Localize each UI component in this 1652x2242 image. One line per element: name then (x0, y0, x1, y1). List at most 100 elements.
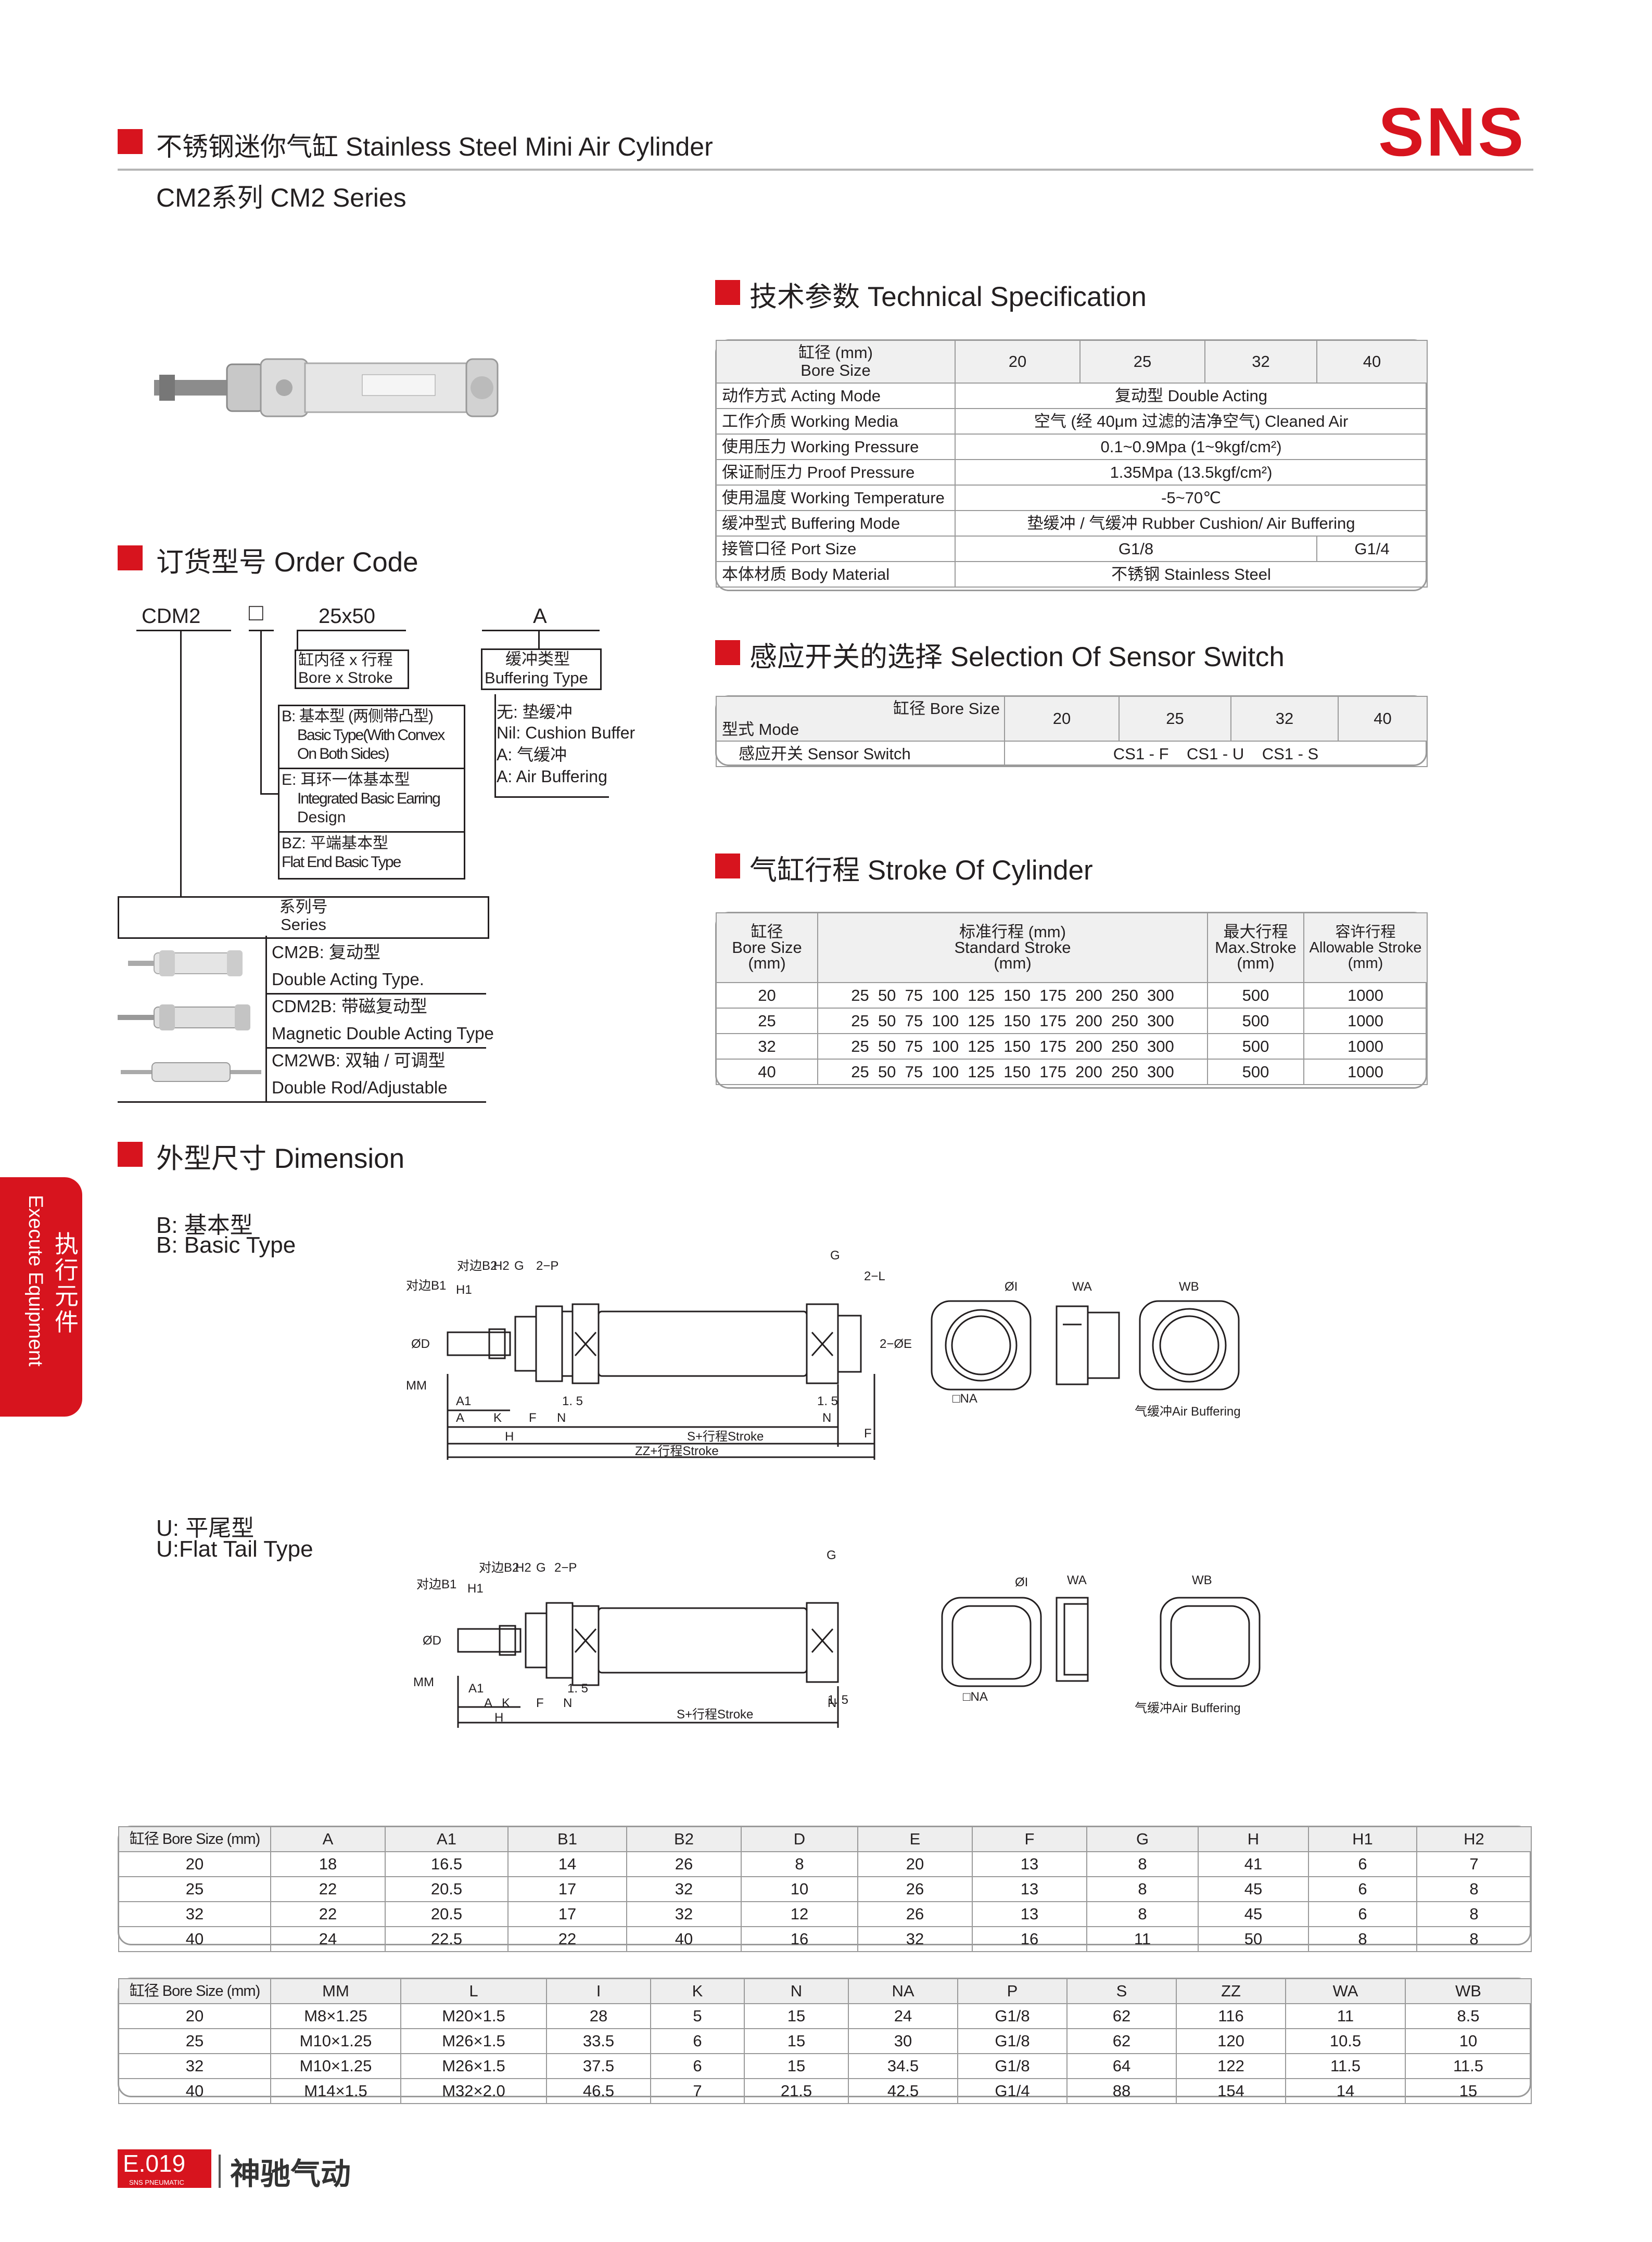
working-temp-value: -5~70℃ (955, 485, 1428, 511)
body-material-label: 本体材质 Body Material (716, 561, 956, 588)
dim1-cell: 16 (972, 1926, 1087, 1952)
proof-pressure-label: 保证耐压力 Proof Pressure (716, 459, 956, 486)
svg-text:N: N (828, 1696, 836, 1710)
basic-type-en: B: Basic Type (156, 1232, 296, 1258)
stroke-row-bore: 20 (716, 982, 818, 1009)
dim1-cell: 8 (1086, 1901, 1199, 1927)
dim1-cell: 45 (1198, 1901, 1309, 1927)
dim2-cell: 14 (1285, 2078, 1406, 2104)
dim1-header: A1 (385, 1826, 509, 1852)
series-title: CM2系列 CM2 Series (156, 183, 406, 212)
dim2-cell: M32×2.0 (400, 2078, 547, 2104)
svg-text:S+行程Stroke: S+行程Stroke (677, 1708, 753, 1722)
dim2-cell: 62 (1066, 2003, 1177, 2029)
dim1-cell: 13 (972, 1876, 1087, 1902)
dim1-header: F (972, 1826, 1087, 1852)
series-cm2b-cn: CM2B: 复动型 (272, 942, 381, 962)
side-tab[interactable]: 执行元件 Execute Equipment (0, 1177, 82, 1417)
dim2-header: NA (848, 1978, 958, 2004)
code-type-box: □ (249, 598, 263, 626)
dim2-header: P (957, 1978, 1068, 2004)
dim1-cell: 16 (741, 1926, 858, 1952)
dim1-cell: 40 (626, 1926, 742, 1952)
series-cm2wb-en: Double Rod/Adjustable (272, 1078, 448, 1097)
svg-text:WB: WB (1179, 1280, 1199, 1294)
proof-pressure-value: 1.35Mpa (13.5kgf/cm²) (955, 459, 1428, 486)
dim1-cell: 20 (857, 1851, 973, 1877)
dim1-cell: 32 (857, 1926, 973, 1952)
dimension-table-2: 缸径 Bore Size (mm) MM L I K N NA P S ZZ W… (118, 1978, 1532, 2104)
buffer-type-box: 缓冲类型 Buffering Type (481, 648, 602, 690)
stroke-row-allow: 1000 (1303, 1033, 1428, 1060)
svg-text:对边B2: 对边B2 (479, 1561, 519, 1575)
flat-type-en: U:Flat Tail Type (156, 1536, 313, 1562)
dim1-cell: 20 (118, 1851, 271, 1877)
dim2-cell: 20 (118, 2003, 271, 2029)
dim2-cell: M10×1.25 (270, 2028, 401, 2054)
dim2-cell: 46.5 (546, 2078, 651, 2104)
buffering-mode-value: 垫缓冲 / 气缓冲 Rubber Cushion/ Air Buffering (955, 510, 1428, 537)
svg-text:MM: MM (406, 1379, 427, 1393)
dim2-cell: 6 (650, 2053, 745, 2079)
dim1-header: G (1086, 1826, 1199, 1852)
working-media-value: 空气 (经 40μm 过滤的洁净空气) Cleaned Air (955, 408, 1428, 435)
buffer-option: A: Air Buffering (497, 767, 607, 786)
buffer-option: 无: 垫缓冲 (497, 703, 573, 721)
cdm2b-thumbnail (118, 1004, 250, 1030)
svg-text:S+行程Stroke: S+行程Stroke (687, 1430, 764, 1444)
sensor-bore-label: 缸径 Bore Size (893, 699, 1000, 718)
stroke-row-std: 25 50 75 100 125 150 175 200 250 300 (817, 1008, 1208, 1034)
dim2-cell: 21.5 (744, 2078, 849, 2104)
dim2-cell: M10×1.25 (270, 2053, 401, 2079)
dim1-header: B2 (626, 1826, 742, 1852)
dim2-cell: 6 (650, 2028, 745, 2054)
svg-text:ØD: ØD (423, 1634, 441, 1648)
dim1-cell: 41 (1198, 1851, 1309, 1877)
dim2-cell: M20×1.5 (400, 2003, 547, 2029)
svg-text:K: K (493, 1411, 502, 1425)
dim2-cell: 5 (650, 2003, 745, 2029)
acting-mode-value: 复动型 Double Acting (955, 383, 1428, 409)
dim1-cell: 13 (972, 1901, 1087, 1927)
svg-text:1. 5: 1. 5 (828, 1693, 848, 1707)
dim1-cell: 22 (270, 1901, 386, 1927)
dim2-header: I (546, 1978, 651, 2004)
dim2-cell: M14×1.5 (270, 2078, 401, 2104)
svg-text:F: F (529, 1411, 537, 1425)
svg-text:A: A (484, 1696, 492, 1710)
stroke-row-allow: 1000 (1303, 1059, 1428, 1085)
dim2-cell: 62 (1066, 2028, 1177, 2054)
dim1-cell: 7 (1416, 1851, 1532, 1877)
stroke-marker (715, 854, 740, 878)
dim1-cell: 8 (1416, 1926, 1532, 1952)
svg-text:A1: A1 (468, 1681, 484, 1696)
bore-header: 缸径 (mm)Bore Size (716, 340, 956, 384)
page-number-badge: E.019 SNS PNEUMATIC (118, 2149, 211, 2188)
svg-text:1. 5: 1. 5 (562, 1394, 583, 1408)
dim2-cell: 116 (1176, 2003, 1286, 2029)
buffering-mode-label: 缓冲型式 Buffering Mode (716, 510, 956, 537)
buffer-option: A: 气缓冲 (497, 745, 567, 764)
working-pressure-value: 0.1~0.9Mpa (1~9kgf/cm²) (955, 434, 1428, 460)
dim2-cell: 64 (1066, 2053, 1177, 2079)
svg-text:K: K (502, 1696, 510, 1710)
dim1-cell: 22 (507, 1926, 627, 1952)
dim1-cell: 17 (507, 1876, 627, 1902)
port-size-value-a: G1/8 (955, 536, 1317, 562)
sensor-mode-label: 型式 Mode (722, 720, 799, 738)
stroke-row-bore: 40 (716, 1059, 818, 1085)
working-pressure-label: 使用压力 Working Pressure (716, 434, 956, 460)
dim1-cell: 6 (1308, 1901, 1417, 1927)
series-cdm2b-cn: CDM2B: 带磁复动型 (272, 997, 427, 1016)
dim1-cell: 22.5 (385, 1926, 509, 1952)
page-number: E.019 (123, 2150, 186, 2177)
svg-text:WA: WA (1072, 1280, 1092, 1294)
